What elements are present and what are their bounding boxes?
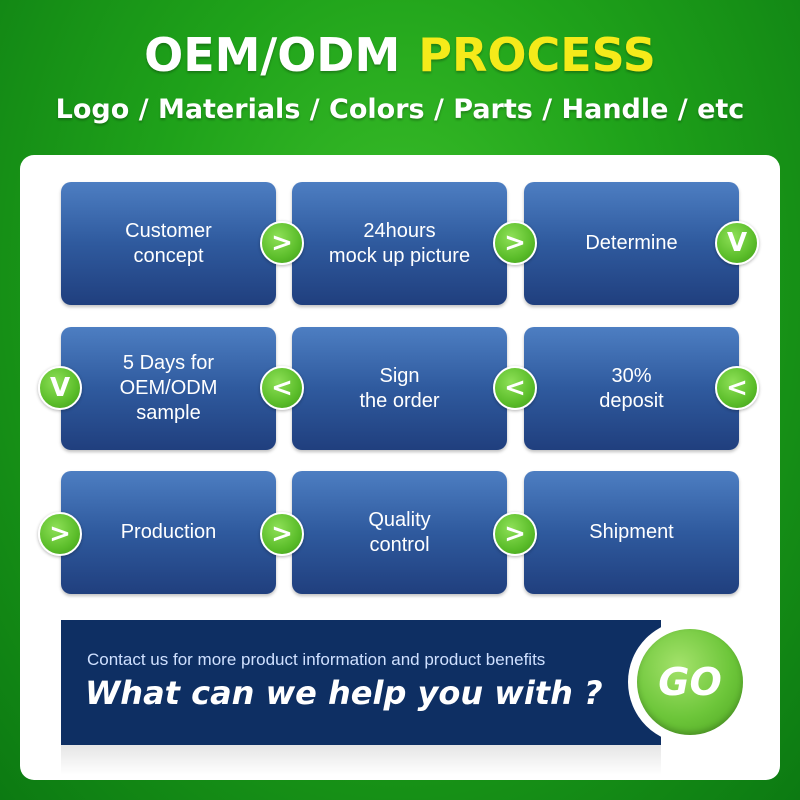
- arrow-left-icon: <: [715, 366, 759, 410]
- arrow-down-icon: V: [715, 221, 759, 265]
- step-sample: 5 Days for OEM/ODM sample: [61, 327, 276, 450]
- step-label: Shipment: [589, 521, 674, 543]
- step-production: Production: [61, 471, 276, 594]
- page-subtitle: Logo / Materials / Colors / Parts / Hand…: [55, 94, 745, 125]
- step-determine: Determine: [524, 182, 739, 305]
- step-mock-up-picture: 24hours mock up picture: [292, 182, 507, 305]
- step-deposit: 30% deposit: [524, 327, 739, 450]
- arrow-right-icon: >: [493, 512, 537, 556]
- title-highlight: PROCESS: [418, 28, 656, 82]
- banner-small-text: Contact us for more product information …: [87, 650, 546, 669]
- arrow-down-icon: V: [38, 366, 82, 410]
- banner-shadow: [61, 745, 661, 775]
- go-button[interactable]: GO: [637, 629, 743, 735]
- arrow-right-icon: >: [260, 221, 304, 265]
- contact-banner[interactable]: Contact us for more product information …: [61, 620, 661, 745]
- arrow-left-icon: <: [493, 366, 537, 410]
- arrow-right-icon: >: [260, 512, 304, 556]
- arrow-right-icon: >: [493, 221, 537, 265]
- title-main: OEM/ODM: [144, 28, 401, 82]
- step-sign-order: Sign the order: [292, 327, 507, 450]
- step-label: Production: [120, 521, 217, 543]
- step-shipment: Shipment: [524, 471, 739, 594]
- step-label: Determine: [585, 232, 678, 254]
- step-label: Sign the order: [359, 364, 440, 412]
- step-label: 24hours mock up picture: [328, 219, 471, 267]
- arrow-left-icon: <: [260, 366, 304, 410]
- page-title: OEM/ODM PROCESS: [0, 28, 800, 82]
- step-label: 5 Days for OEM/ODM sample: [119, 352, 218, 424]
- step-label: 30% deposit: [599, 364, 664, 412]
- step-label: Customer concept: [125, 219, 212, 267]
- banner-headline: What can we help you with ?: [85, 674, 603, 712]
- arrow-right-icon: >: [38, 512, 82, 556]
- step-customer-concept: Customer concept: [61, 182, 276, 305]
- step-label: Quality control: [368, 508, 431, 556]
- step-quality-control: Quality control: [292, 471, 507, 594]
